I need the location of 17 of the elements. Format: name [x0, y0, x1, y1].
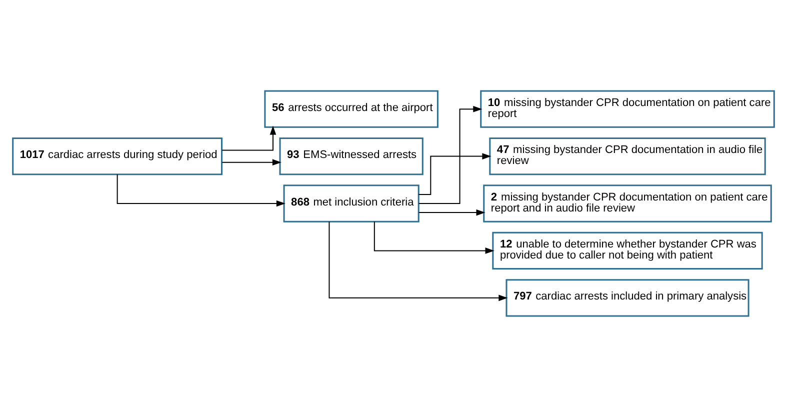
arrow [328, 221, 508, 301]
arrow [418, 152, 492, 194]
node-box: 797 cardiac arrests included in primary analysis [506, 278, 750, 316]
node-box: 47 missing bystander CPR documentation in audio file review [489, 136, 766, 175]
arrow [374, 221, 494, 254]
arrow [222, 158, 282, 165]
arrow [222, 125, 276, 150]
node-box: 56 arrests occurred at the airport [264, 90, 438, 128]
node-box: 2 missing bystander CPR documentation on patient care report and in audio file review [483, 184, 772, 222]
node-box: 10 missing bystander CPR documentation on patient care report [480, 90, 775, 128]
arrow [418, 105, 482, 204]
arrow [116, 174, 286, 206]
node-box: 93 EMS-witnessed arrests [279, 136, 424, 175]
node-box: 1017 cardiac arrests during study period [12, 136, 223, 175]
arrow [418, 208, 486, 216]
node-box: 12 unable to determine whether bystander CPR was provided due to caller not being with patient [492, 231, 763, 270]
node-box: 868 met inclusion criteria [283, 184, 420, 222]
